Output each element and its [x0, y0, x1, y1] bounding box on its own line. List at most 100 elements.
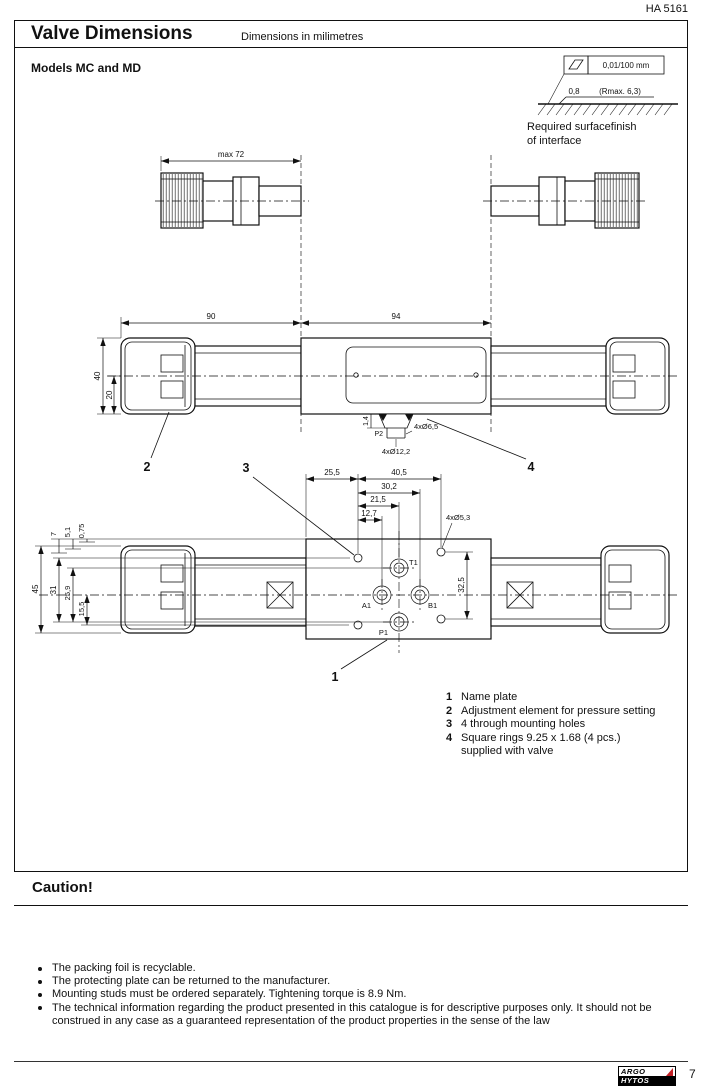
- technical-drawing: T1 A1 B1 P1 1,4 P2: [31, 150, 677, 684]
- legend-num: 2: [446, 704, 453, 717]
- bullet-icon: [38, 992, 42, 997]
- dim-20-label: 20: [105, 390, 114, 399]
- legend-item: 1 Name plate: [446, 691, 655, 705]
- port-t1-label: T1: [409, 558, 418, 567]
- dim-21-5-label: 21,5: [370, 495, 386, 504]
- logo-hytos-text: HYTOS: [621, 1076, 650, 1085]
- callout-1: 1: [332, 639, 388, 684]
- dim-90-94: 90 94: [120, 312, 491, 338]
- flatness-symbol-icon: [563, 55, 589, 75]
- dim-rings-122-label: 4xØ12,2: [382, 447, 410, 456]
- p2-port-detail: 1,4 P2 4xØ6,5 4xØ12,2: [363, 413, 438, 456]
- drawing-legend: 1 Name plate 2 Adjustment element for pr…: [446, 691, 655, 759]
- rivet: [473, 372, 479, 378]
- right-end-cap-bottom: [600, 545, 670, 634]
- callout-3: 3: [243, 461, 355, 556]
- legend-text: supplied with valve: [461, 745, 554, 758]
- dim-max72-label: max 72: [218, 150, 245, 159]
- parallelogram-icon: [568, 59, 584, 70]
- dim-90-label: 90: [207, 312, 216, 321]
- dim-40-label: 40: [93, 371, 102, 380]
- logo-red-triangle-icon: [666, 1067, 673, 1076]
- legend-item-continuation: supplied with valve: [446, 745, 655, 759]
- bullet-icon: [38, 1006, 42, 1011]
- port-p2-label: P2: [374, 431, 383, 438]
- port-b1-label: B1: [428, 601, 437, 610]
- callout-4: 4: [426, 418, 535, 474]
- dim-25-5-label: 25,5: [324, 468, 340, 477]
- port-t1: [389, 558, 409, 578]
- port-p1: [389, 612, 409, 632]
- dim-1-4-label: 1,4: [363, 416, 370, 426]
- logo-argo-row: ARGO: [619, 1067, 675, 1076]
- dim-7-label: 7: [49, 532, 58, 536]
- knurl-texture: [596, 174, 638, 227]
- callout-3-label: 3: [243, 461, 250, 475]
- square-ring-section: [405, 414, 413, 421]
- legend-text: Name plate: [461, 691, 518, 703]
- surface-finish-caption: Required surfacefinish of interface: [527, 121, 636, 148]
- caution-note: The protecting plate can be returned to …: [38, 975, 670, 988]
- legend-text: Square rings 9.25 x 1.68 (4 pcs.): [461, 731, 621, 744]
- callout-1-label: 1: [332, 670, 339, 684]
- leader-line: [547, 73, 565, 105]
- doc-reference: HA 5161: [645, 3, 688, 15]
- dim-32-5: 32,5: [445, 551, 473, 620]
- bottom-view-body: [120, 538, 670, 640]
- rivet: [353, 372, 359, 378]
- caution-notes: The packing foil is recyclable. The prot…: [38, 962, 670, 1028]
- dim-40-20: 40 20: [93, 337, 121, 415]
- caution-note: The packing foil is recyclable.: [38, 962, 670, 975]
- dim-holes-53-label: 4xØ5,3: [446, 513, 470, 522]
- legend-num: 4: [446, 731, 453, 744]
- caution-note: Mounting studs must be ordered separatel…: [38, 988, 670, 1001]
- legend-num: 1: [446, 691, 453, 703]
- dim-40-5-label: 40,5: [391, 468, 407, 477]
- dim-5-1-label: 5,1: [63, 527, 72, 537]
- page-number: 7: [689, 1067, 696, 1081]
- legend-item: 4 Square rings 9.25 x 1.68 (4 pcs.): [446, 732, 655, 746]
- roughness-label: 0,8: [568, 87, 580, 96]
- callout-4-label: 4: [528, 460, 535, 474]
- page-title: Valve Dimensions: [31, 23, 193, 44]
- dim-32-5-label: 32,5: [457, 577, 466, 593]
- title-row: Valve Dimensions Dimensions in milimetre…: [15, 21, 687, 48]
- port-a1-label: A1: [362, 601, 371, 610]
- tolerance-label: 0,01/100 mm: [603, 61, 650, 70]
- caution-heading: Caution!: [32, 879, 93, 896]
- dim-15-5-label: 15,5: [77, 602, 86, 617]
- tolerance-box: [587, 55, 665, 75]
- dims-left: 45 31 25,9 15,5 7 5,1 0,75: [31, 524, 389, 634]
- mounting-hole: [353, 553, 363, 563]
- dim-holes-65-label: 4xØ6,5: [414, 422, 438, 431]
- surface-hatching: [537, 103, 673, 116]
- logo-hytos-row: HYTOS: [619, 1076, 675, 1085]
- port-p1-label: P1: [379, 628, 388, 637]
- logo-argo-text: ARGO: [621, 1067, 646, 1076]
- mounting-plate: [305, 538, 492, 640]
- legend-num: 3: [446, 718, 453, 731]
- bullet-icon: [38, 979, 42, 984]
- callout-2: 2: [144, 411, 170, 474]
- legend-item: 3 4 through mounting holes: [446, 718, 655, 732]
- legend-text: Adjustment element for pressure setting: [461, 704, 656, 717]
- dim-30-2-label: 30,2: [381, 482, 397, 491]
- legend-item: 2 Adjustment element for pressure settin…: [446, 705, 655, 719]
- main-content-box: Valve Dimensions Dimensions in milimetre…: [14, 20, 688, 872]
- dim-45-label: 45: [31, 584, 40, 593]
- footer-divider: [14, 1061, 688, 1062]
- caption-line1: Required surfacefinish: [527, 121, 637, 133]
- knurl-texture: [162, 174, 202, 227]
- port-a1: [372, 585, 392, 605]
- dim-31-label: 31: [49, 585, 58, 594]
- rmax-label: (Rmax. 6,3): [599, 87, 641, 96]
- dim-0-75-label: 0,75: [77, 524, 86, 539]
- bullet-icon: [38, 966, 42, 971]
- surface-finish-symbol: 0,01/100 mm 0,8 (Rmax. 6,3): [537, 55, 678, 116]
- left-end-cap-bottom: [120, 545, 196, 634]
- mounting-hole: [353, 620, 363, 630]
- roughness-symbol-leg: [558, 96, 567, 105]
- square-ring-section: [379, 414, 387, 421]
- dim-94-label: 94: [392, 312, 401, 321]
